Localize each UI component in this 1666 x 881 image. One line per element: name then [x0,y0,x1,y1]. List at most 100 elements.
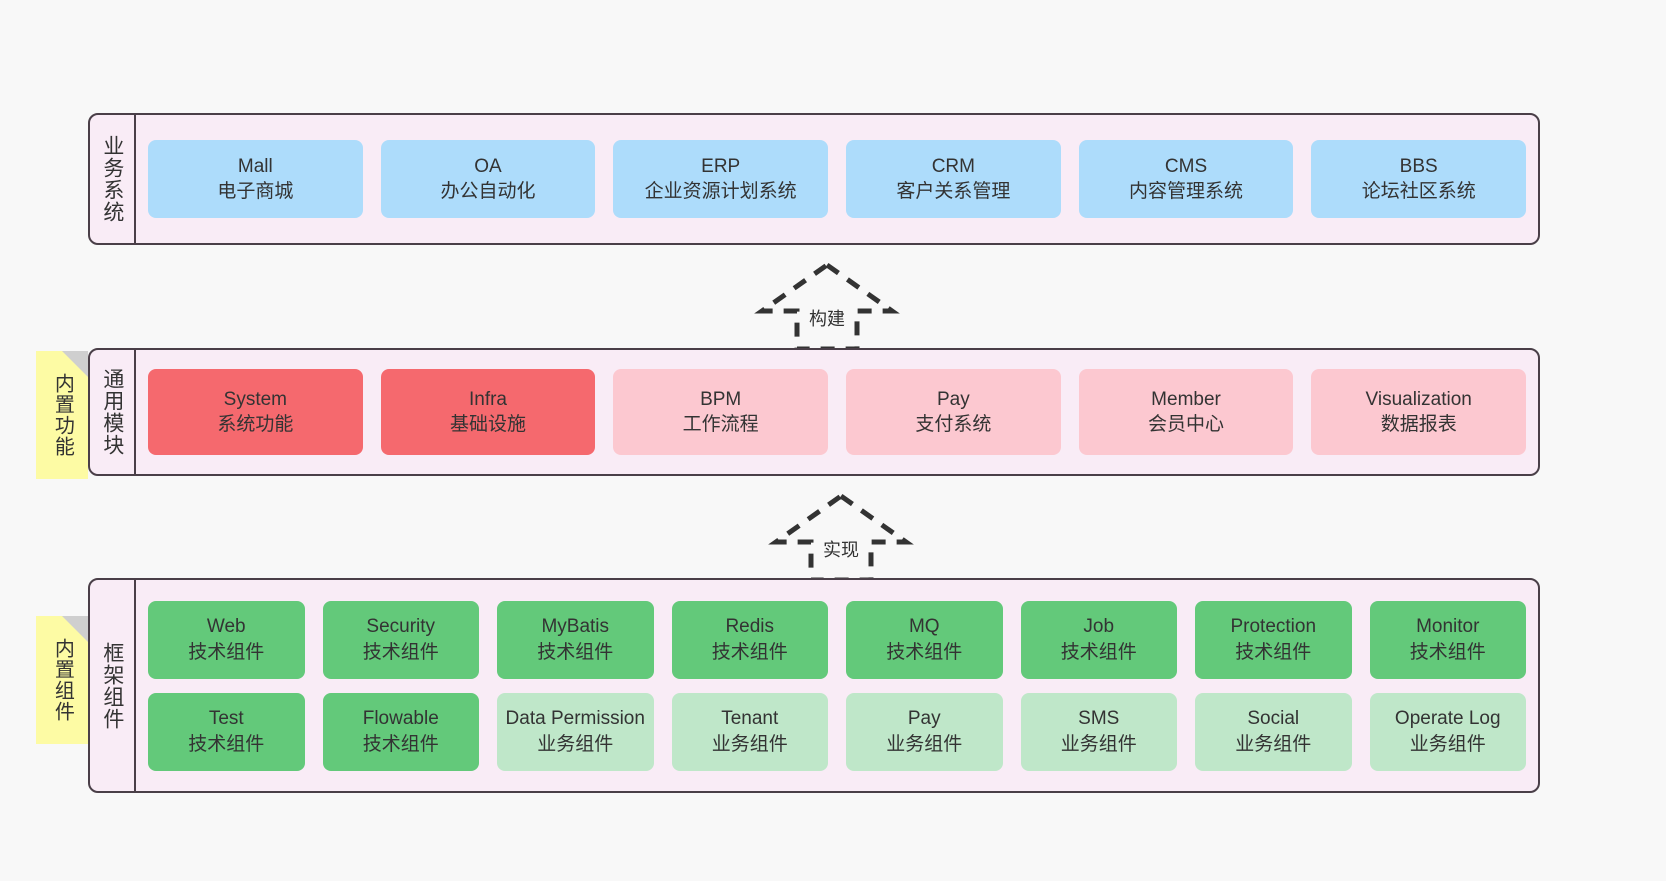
note-builtin-component: 内置组件 [36,616,88,744]
label-divider [134,580,136,791]
note-fold-corner [62,616,88,642]
card-subtitle: 业务组件 [1409,733,1486,755]
card-subtitle: 内容管理系统 [1129,181,1244,202]
layer-business-system-label: 业务系统 [100,135,124,223]
card-subtitle: 业务组件 [1235,733,1312,755]
card-subtitle: 论坛社区系统 [1361,181,1476,202]
card-title: Flowable [362,708,439,730]
card-pay-common[interactable]: Pay 支付系统 [846,369,1061,455]
card-job[interactable]: Job 技术组件 [1020,600,1177,679]
card-title: Redis [725,616,775,638]
card-subtitle: 技术组件 [1060,641,1137,663]
card-mall[interactable]: Mall 电子商城 [148,140,363,218]
card-tenant[interactable]: Tenant 业务组件 [671,692,828,771]
connector-build: 构建 [747,255,907,355]
layer-framework-component-label: 框架组件 [100,641,124,730]
card-sms[interactable]: SMS 业务组件 [1020,692,1177,771]
card-title: Monitor [1416,616,1480,638]
card-title: Test [208,708,244,730]
card-subtitle: 客户关系管理 [896,181,1011,202]
card-subtitle: 技术组件 [711,641,788,663]
card-pay-component[interactable]: Pay 业务组件 [846,692,1003,771]
card-bbs[interactable]: BBS 论坛社区系统 [1311,140,1527,218]
card-title: Tenant [721,708,779,730]
note-builtin-function-label: 内置功能 [51,373,74,457]
card-title: Protection [1230,616,1317,638]
card-security[interactable]: Security 技术组件 [322,600,479,679]
card-subtitle: 会员中心 [1148,414,1225,435]
layer-common-module: 通用模块 System 系统功能 Infra 基础设施 BPM 工作流程 Pay [88,348,1540,476]
card-subtitle: 技术组件 [1235,641,1312,663]
layer-common-module-body: System 系统功能 Infra 基础设施 BPM 工作流程 Pay 支付系统… [136,350,1538,474]
framework-card-row-1: Web 技术组件 Security 技术组件 MyBatis 技术组件 Redi… [148,600,1526,679]
card-visualization[interactable]: Visualization 数据报表 [1311,369,1527,455]
card-title: MyBatis [541,616,610,638]
note-fold-corner [62,351,88,377]
card-operate-log[interactable]: Operate Log 业务组件 [1369,692,1526,771]
card-title: Operate Log [1394,708,1501,730]
card-subtitle: 技术组件 [188,733,265,755]
business-card-row: Mall 电子商城 OA 办公自动化 ERP 企业资源计划系统 CRM 客户关系… [148,140,1527,218]
card-title: Member [1151,388,1221,410]
label-divider [134,115,136,243]
card-subtitle: 技术组件 [537,641,614,663]
card-subtitle: 数据报表 [1380,414,1457,435]
card-title: Social [1247,708,1300,730]
card-subtitle: 技术组件 [362,733,439,755]
card-title: Data Permission [505,708,645,730]
card-title: CRM [931,155,975,177]
card-flowable[interactable]: Flowable 技术组件 [322,692,479,771]
card-title: Security [366,616,436,638]
card-monitor[interactable]: Monitor 技术组件 [1369,600,1526,679]
card-subtitle: 基础设施 [450,414,527,435]
card-mq[interactable]: MQ 技术组件 [846,600,1003,679]
card-test[interactable]: Test 技术组件 [148,692,305,771]
card-subtitle: 办公自动化 [440,181,536,202]
card-subtitle: 技术组件 [362,641,439,663]
card-infra[interactable]: Infra 基础设施 [380,369,596,455]
card-title: Infra [468,388,508,410]
card-title: SMS [1078,708,1120,730]
card-title: BBS [1399,155,1438,177]
note-builtin-function: 内置功能 [36,351,88,479]
layer-business-system-body: Mall 电子商城 OA 办公自动化 ERP 企业资源计划系统 CRM 客户关系… [136,115,1538,243]
card-subtitle: 支付系统 [915,414,992,435]
connector-implement: 实现 [761,486,921,586]
framework-card-row-2: Test 技术组件 Flowable 技术组件 Data Permission … [148,692,1526,771]
card-system[interactable]: System 系统功能 [148,369,363,455]
card-bpm[interactable]: BPM 工作流程 [613,369,829,455]
card-title: Visualization [1365,388,1472,410]
card-title: Web [206,616,246,638]
connector-implement-label: 实现 [823,540,859,560]
card-mybatis[interactable]: MyBatis 技术组件 [497,600,654,679]
layer-business-system: 业务系统 Mall 电子商城 OA 办公自动化 ERP 企业资源计划系统 CRM [88,113,1540,245]
card-subtitle: 企业资源计划系统 [644,181,797,202]
card-title: Pay [936,388,970,410]
card-subtitle: 技术组件 [1409,641,1486,663]
card-erp[interactable]: ERP 企业资源计划系统 [613,140,829,218]
card-subtitle: 技术组件 [886,641,963,663]
card-crm[interactable]: CRM 客户关系管理 [846,140,1061,218]
card-redis[interactable]: Redis 技术组件 [671,600,828,679]
card-subtitle: 系统功能 [217,414,294,435]
card-title: System [223,388,288,410]
layer-framework-component: 框架组件 Web 技术组件 Security 技术组件 MyBatis 技 [88,578,1540,793]
card-title: BPM [700,388,742,410]
card-social[interactable]: Social 业务组件 [1195,692,1352,771]
card-subtitle: 工作流程 [682,414,759,435]
card-protection[interactable]: Protection 技术组件 [1195,600,1352,679]
note-builtin-component-label: 内置组件 [51,638,74,722]
label-divider [134,350,136,474]
common-card-row: System 系统功能 Infra 基础设施 BPM 工作流程 Pay 支付系统… [148,369,1527,455]
card-subtitle: 业务组件 [886,733,963,755]
card-web[interactable]: Web 技术组件 [148,600,305,679]
card-title: CMS [1164,155,1208,177]
card-cms[interactable]: CMS 内容管理系统 [1078,140,1294,218]
card-data-permission[interactable]: Data Permission 业务组件 [497,692,654,771]
card-member[interactable]: Member 会员中心 [1078,369,1294,455]
framework-card-grid: Web 技术组件 Security 技术组件 MyBatis 技术组件 Redi… [148,600,1526,771]
card-oa[interactable]: OA 办公自动化 [380,140,596,218]
card-subtitle: 技术组件 [188,641,265,663]
card-subtitle: 业务组件 [537,733,614,755]
